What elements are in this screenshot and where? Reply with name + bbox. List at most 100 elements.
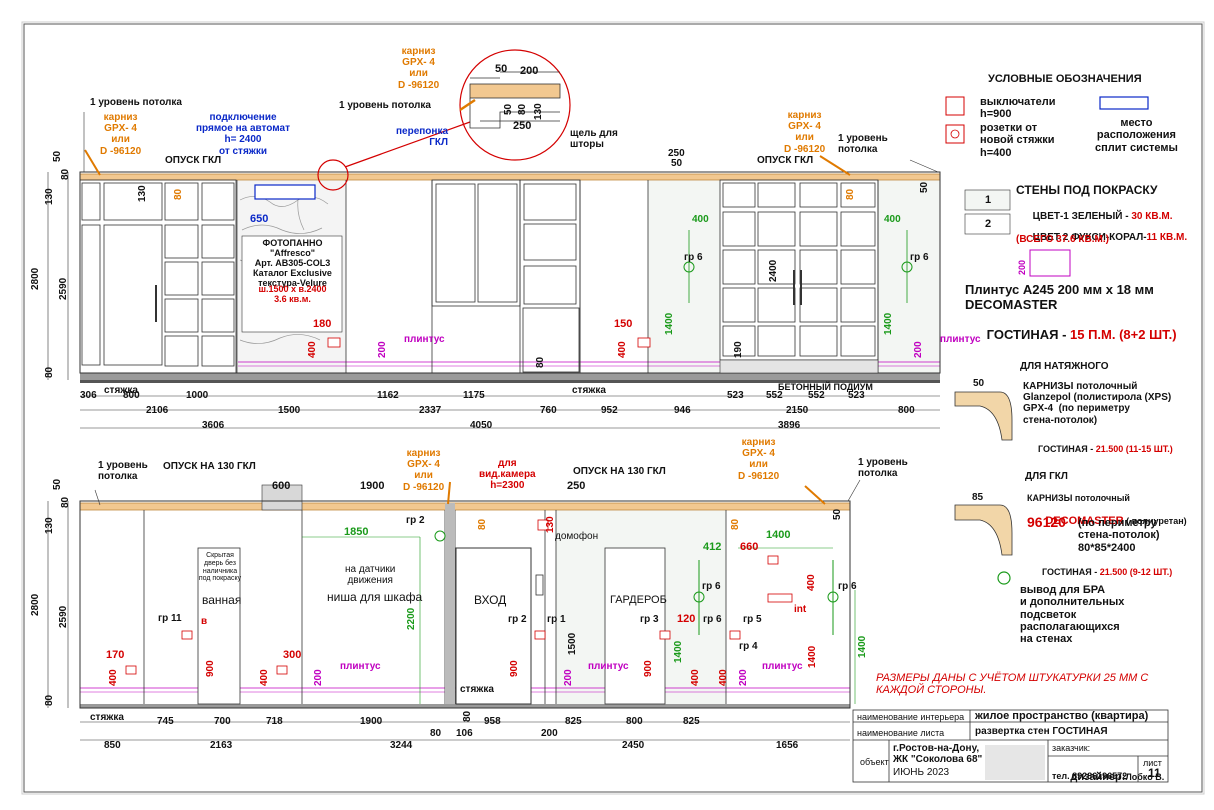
dim-400-green-b: 400 (884, 214, 901, 225)
label-plintus-bottom-2: плинтус (588, 661, 629, 672)
label-opusk-bottom-2: ОПУСК НА 130 ГКЛ (573, 466, 666, 477)
wall-column-hatch (445, 503, 455, 704)
titleblock-customer-label: заказчик: (1052, 743, 1091, 753)
dim-190: 190 (733, 341, 744, 358)
label-niche: ниша для шкафа (327, 590, 423, 604)
wall-outline-bottom (79, 500, 851, 709)
label-opusk-bottom-1: ОПУСК НА 130 ГКЛ (163, 461, 256, 472)
detail-dim-v80: 80 (517, 103, 528, 115)
label-int: int (794, 604, 807, 615)
dim-b-row1-1900: 1900 (360, 716, 383, 727)
legend-total: (ВСЕГО 37.6 КВ.М.) (1016, 234, 1109, 245)
dim-200-top-b: 200 (913, 341, 924, 358)
dim-row1-306: 306 (80, 390, 97, 401)
titleblock-designer-name: Лобко В. (1125, 772, 1165, 783)
entrance-door (455, 547, 532, 705)
dim-50-top: 50 (671, 158, 683, 169)
split-symbol (1099, 96, 1149, 110)
cornice-arrow-bottom-1 (94, 489, 101, 506)
dim-b-row1-800: 800 (626, 716, 643, 727)
dim-50-bottom: 50 (832, 508, 843, 520)
socket-markers-bottom (125, 519, 793, 675)
dim-row2-760: 760 (540, 405, 557, 416)
legend-stretch-qty: 21.500 (11-15 ШТ.) (1095, 444, 1173, 455)
cornice-arrow-bottom-3 (447, 481, 451, 505)
dim-row2-2150: 2150 (786, 405, 809, 416)
dim-900-a: 900 (205, 660, 216, 677)
label-cornice-top-right: карниз GPX- 4 или D -96120 (784, 110, 826, 155)
titleblock-sheet-label: наименование листа (857, 728, 945, 738)
level-leader-bottom-2 (847, 479, 861, 502)
legend-gkl-qty: 21.500 (9-12 ШТ.) (1099, 567, 1173, 578)
top-elevation (47, 49, 941, 429)
dim-200-bottom-a: 200 (313, 669, 324, 686)
dim-b-row1-825b: 825 (683, 716, 700, 727)
dim-80-bottom-b: 80 (730, 518, 741, 530)
sheet-frame-inner (21, 21, 1205, 795)
title-block (852, 709, 1169, 783)
legend-plinth-3: ГОСТИНАЯ - 15 П.М. (8+2 ШТ.) (965, 313, 1177, 357)
legend-gkl-brand: DECOMASTER (1045, 515, 1124, 528)
dim-200-bottom-b: 200 (563, 669, 574, 686)
floor-band-bottom (80, 704, 850, 708)
photopanel-size: ш.1500 х в.2400 3.6 кв.м. (258, 284, 327, 305)
label-gr2-bottom-b: гр 2 (508, 614, 527, 625)
opusk-hatch-1 (261, 484, 303, 511)
titleblock-object-label: объект (860, 757, 889, 767)
cornice-profile-xps (954, 391, 1013, 441)
titleblock-designer-row: дизайнер:Лобко В. (1052, 759, 1164, 796)
dim-1400-v1: 1400 (673, 640, 684, 663)
label-opusk-top-left: ОПУСК ГКЛ (165, 155, 222, 166)
dim-b-row2-3244: 3244 (390, 740, 413, 751)
label-styazhka-bottom-2: стяжка (460, 684, 494, 695)
label-level1-detail: 1 уровень потолка (339, 100, 431, 111)
legend-gkl-title: ДЛЯ ГКЛ (1025, 471, 1068, 482)
socket-marker-top-a (327, 337, 341, 348)
legend-stretch-qty-row: ГОСТИНАЯ - 21.500 (11-15 ШТ.) (1023, 434, 1173, 464)
detail-section (469, 71, 561, 129)
wardrobe-door (604, 547, 666, 705)
split-unit-top (254, 184, 316, 200)
dim-400-green-a: 400 (692, 214, 709, 225)
dim-250-bottom: 250 (567, 480, 586, 492)
legend-gkl-code: 96120 (1027, 514, 1066, 530)
vdim-2800-bottom: 2800 (30, 593, 41, 616)
detail-leader (344, 121, 471, 168)
vdim-130-bottom: 130 (44, 517, 55, 534)
cornice-arrow-top-2 (819, 155, 851, 176)
label-bath: ванная (202, 593, 242, 607)
label-level1-top-right: 1 уровень потолка (838, 133, 888, 156)
plinth-symbol (1029, 249, 1071, 277)
label-plintus-top-2: плинтус (940, 334, 981, 345)
glass-partition-left (79, 179, 237, 374)
legend-gkl-dim: 85 (972, 492, 984, 503)
label-styazhka-top-2: стяжка (572, 385, 606, 396)
dim-600: 600 (272, 480, 291, 492)
label-gr6-top-a: гр 6 (684, 252, 703, 263)
sconce-marker-top-a (683, 230, 695, 303)
vdim-50-bottom: 50 (52, 478, 63, 490)
label-cornice-bottom-center: карниз GPX- 4 или D -96120 (403, 448, 445, 493)
label-level1-bottom-right: 1 уровень потолка (858, 457, 908, 480)
dim-400-top-b: 400 (617, 341, 628, 358)
dim-1400-horizontal: 1400 (766, 529, 791, 541)
dim-row2-800: 800 (898, 405, 915, 416)
label-gr2-bottom-a: гр 2 (406, 515, 425, 526)
titleblock-list-num: 11 (1148, 766, 1161, 780)
dim-120: 120 (677, 613, 696, 625)
dim-660: 660 (740, 541, 759, 553)
legend-color2-label: ЦВЕТ 2 ФУКСИ-КОРАЛ- (1032, 232, 1147, 244)
legend-color1: ЦВЕТ-1 ЗЕЛЕНЫЙ - 30 КВ.М. (1016, 200, 1173, 234)
legend-wall1-num: 1 (985, 194, 992, 206)
cornice-profile-pu (954, 504, 1013, 556)
legend-color1-area: 30 КВ.М. (1131, 211, 1173, 223)
concrete-podium (719, 359, 879, 374)
detail-dim-250: 250 (513, 120, 532, 132)
titleblock-object-value: г.Ростов-на-Дону, ЖК "Соколова 68" (893, 743, 983, 766)
label-entrance: ВХОД (474, 593, 507, 607)
dim-lines-bottom (47, 501, 856, 741)
dim-b-row1-80: 80 (430, 728, 442, 739)
label-level1-bottom-left: 1 уровень потолка (98, 460, 148, 483)
dim-row1-523b: 523 (848, 390, 865, 401)
